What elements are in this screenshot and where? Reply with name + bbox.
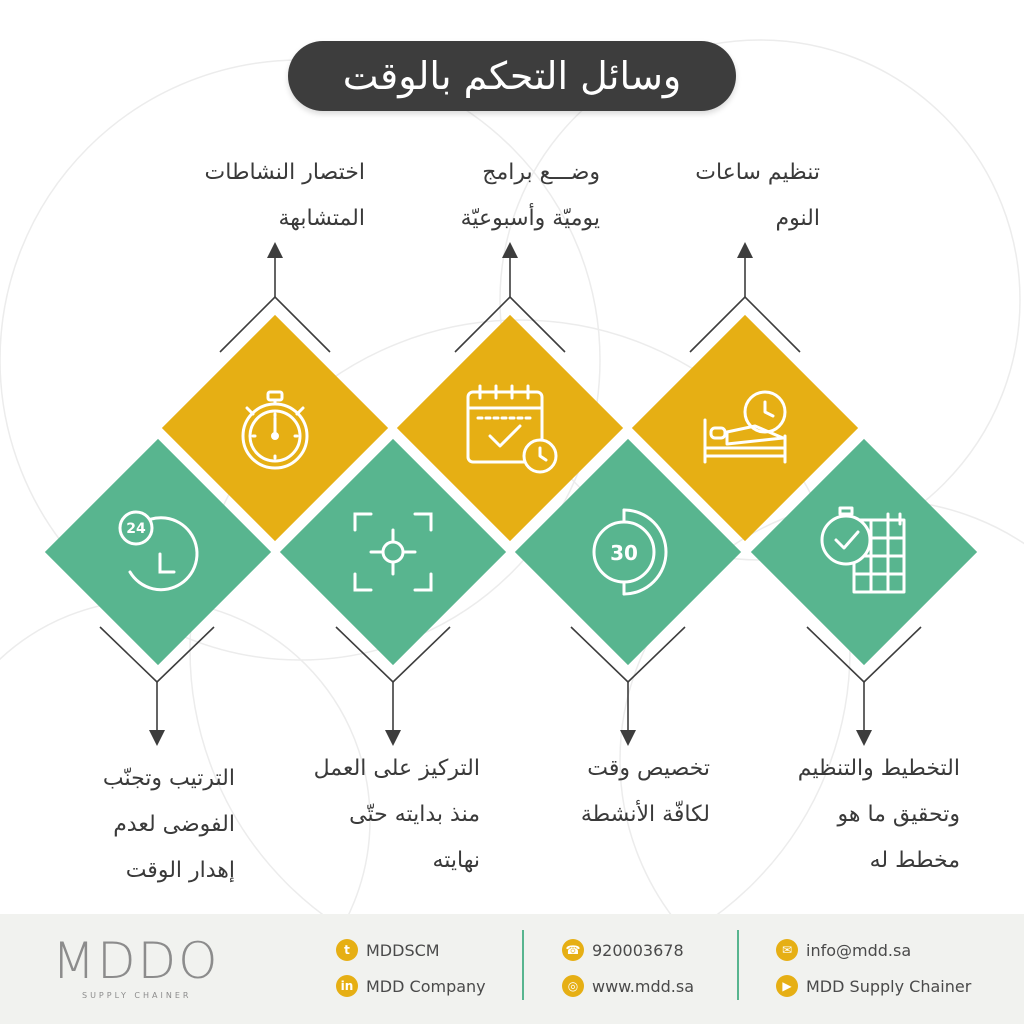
stopwatch-calendar-icon <box>820 506 906 594</box>
stopwatch-icon <box>241 390 309 470</box>
bed-alarm-clock-icon <box>703 390 787 464</box>
footer-divider <box>522 930 524 1000</box>
company-logo: MDDO <box>52 932 220 990</box>
caption-schedules: وضـــع برامج يوميّة وأسبوعيّة <box>460 160 600 231</box>
company-logo-subtitle: SUPPLY CHAINER <box>82 991 192 1000</box>
phone-icon: ☎ <box>562 939 584 961</box>
footer <box>0 914 1024 1024</box>
globe-icon: ◎ <box>562 975 584 997</box>
svg-text:24: 24 <box>126 521 146 537</box>
focus-target-icon <box>353 512 433 592</box>
caption-sleep-hours: تنظيم ساعات النوم <box>695 160 820 231</box>
youtube-contact[interactable]: ▶ MDD Supply Chainer <box>776 974 971 998</box>
phone-contact[interactable]: ☎ 920003678 <box>562 938 684 962</box>
footer-divider <box>737 930 739 1000</box>
youtube-icon: ▶ <box>776 975 798 997</box>
linkedin-icon: in <box>336 975 358 997</box>
timer-30-icon: 30 <box>592 508 668 596</box>
caption-planning: التخطيط والتنظيم وتحقيق ما هو مخطط له <box>797 756 960 873</box>
caption-allocate-time: تخصيص وقت لكافّة الأنشطة <box>580 756 710 827</box>
caption-group-activities: اختصار النشاطات المتشابهة <box>204 160 365 231</box>
website-link[interactable]: ◎ www.mdd.sa <box>562 974 694 998</box>
twitter-contact[interactable]: t MDDSCM <box>336 938 440 962</box>
caption-organize: الترتيب وتجنّب الفوضى لعدم إهدار الوقت <box>102 766 235 883</box>
page-title: وسائل التحكم بالوقت <box>288 41 736 111</box>
clock-24-icon: 24 <box>118 510 199 592</box>
email-icon: ✉ <box>776 939 798 961</box>
twitter-icon: t <box>336 939 358 961</box>
email-contact[interactable]: ✉ info@mdd.sa <box>776 938 911 962</box>
calendar-check-icon <box>466 384 558 474</box>
svg-text:30: 30 <box>610 541 638 565</box>
caption-focus: التركيز على العمل منذ بدايته حتّى نهايته <box>313 756 480 873</box>
linkedin-contact[interactable]: in MDD Company <box>336 974 486 998</box>
